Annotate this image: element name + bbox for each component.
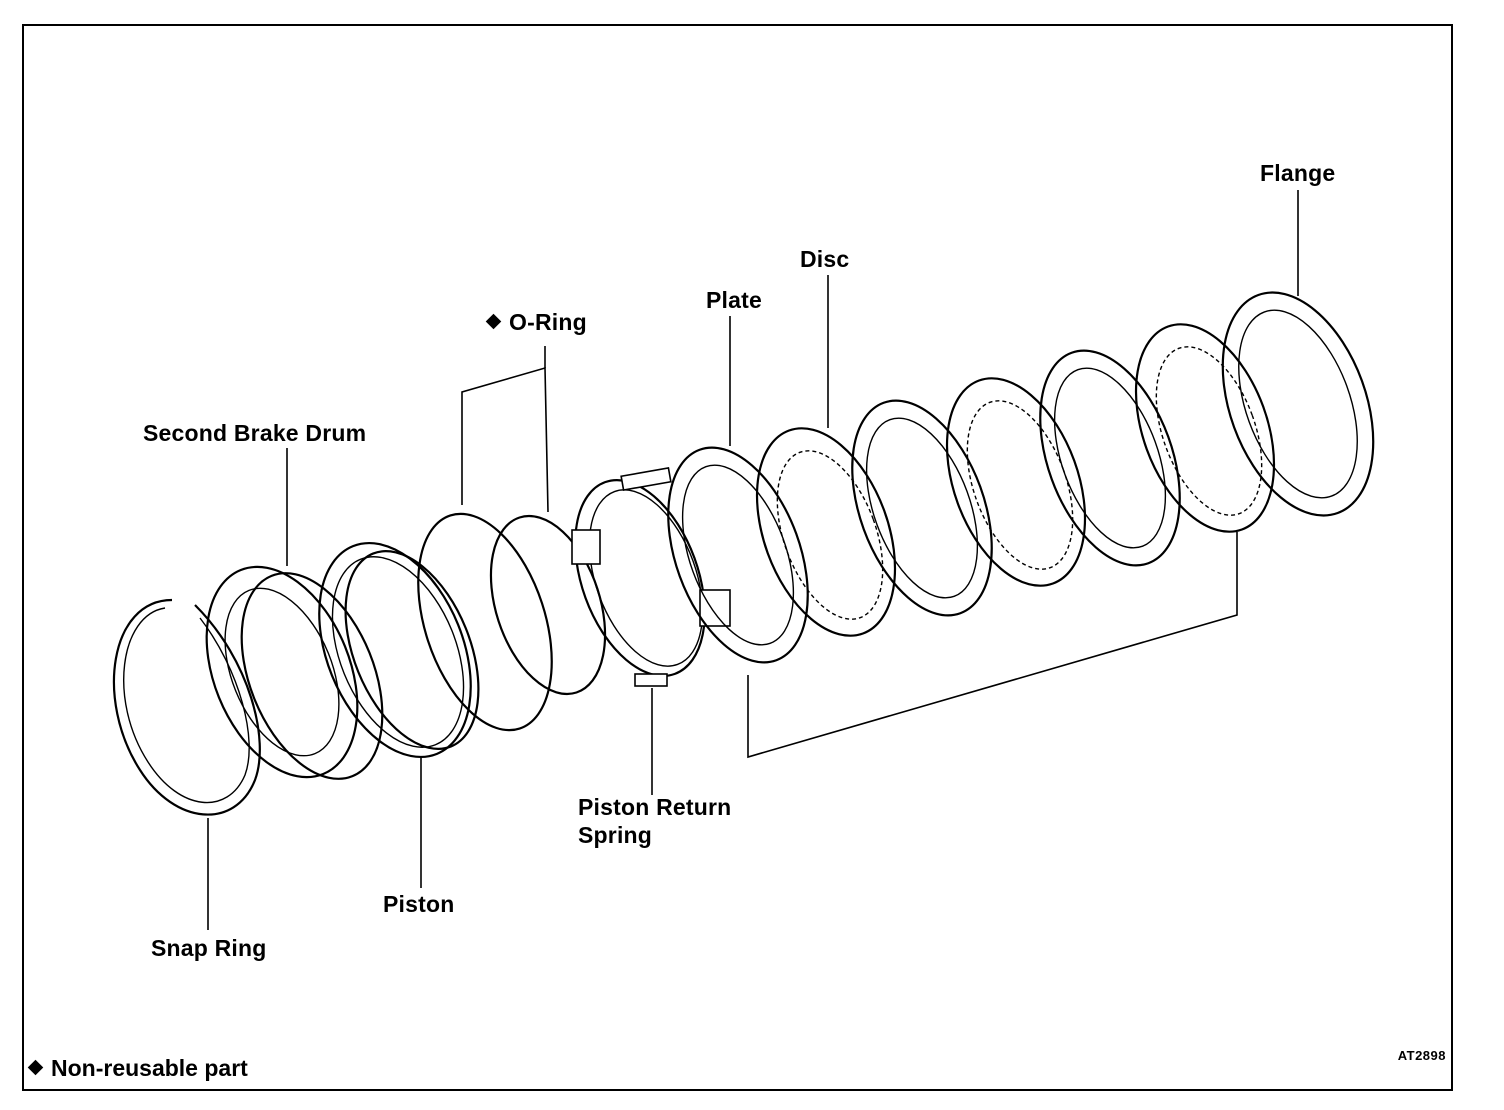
leader-lines [207, 190, 1299, 930]
plate-part-2 [851, 399, 993, 617]
plate-part-1 [667, 446, 809, 664]
piston-return-spring-label-line1: Piston Return [578, 794, 732, 820]
flange-part [1221, 291, 1375, 517]
legend-text: Non-reusable part [51, 1055, 248, 1081]
second-brake-drum-label: Second Brake Drum [143, 420, 367, 446]
legend: Non-reusable part [27, 1055, 248, 1082]
o-ring-outer-part [417, 512, 553, 732]
piston-return-spring-label-line2: Spring [578, 822, 653, 848]
snap-ring-part [112, 598, 261, 816]
diagram-frame [22, 24, 1453, 1091]
disc-part-3 [1134, 323, 1276, 533]
disc-label: Disc [800, 246, 850, 272]
leader-o-ring [461, 366, 549, 513]
leader-plates-bracket [747, 532, 1238, 759]
o-ring-label: O-Ring [485, 309, 587, 335]
piston-label: Piston [383, 891, 455, 917]
plate-part-3 [1039, 349, 1181, 567]
diamond-icon [485, 313, 502, 330]
second-brake-drum-part [205, 565, 384, 780]
plate-label: Plate [706, 287, 762, 313]
disc-part-1 [755, 427, 897, 637]
diamond-icon [27, 1059, 44, 1076]
figure-code: AT2898 [1397, 1048, 1446, 1063]
o-ring-label-text: O-Ring [509, 309, 587, 335]
flange-label: Flange [1260, 160, 1336, 186]
piston-part [318, 541, 480, 759]
snap-ring-label: Snap Ring [151, 935, 267, 961]
disc-part-2 [945, 377, 1087, 587]
piston-return-spring-part [571, 467, 731, 687]
